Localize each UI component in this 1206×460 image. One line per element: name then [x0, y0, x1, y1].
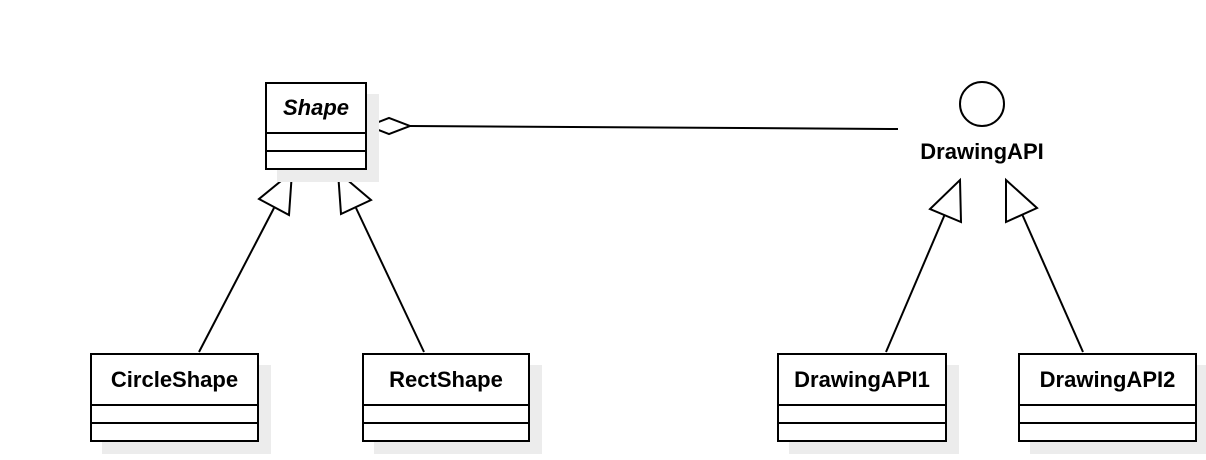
class-rectshape-attributes	[364, 404, 528, 422]
generalization-line-rectshape	[355, 207, 425, 353]
interface-circle-icon	[959, 81, 1005, 127]
class-circleshape-operations	[92, 422, 257, 440]
class-circleshape[interactable]: CircleShape	[90, 353, 259, 442]
class-drawingapi2-attributes	[1020, 404, 1195, 422]
realization-line-drawingapi2	[1021, 213, 1084, 353]
class-shape[interactable]: Shape	[265, 82, 367, 170]
class-drawingapi1-name: DrawingAPI1	[794, 366, 930, 392]
realization-arrow-drawingapi1	[928, 177, 963, 224]
class-shape-name: Shape	[282, 95, 350, 120]
class-drawingapi2-operations	[1020, 422, 1195, 440]
generalization-arrow-circleshape	[257, 169, 294, 217]
class-shape-attributes	[267, 132, 365, 150]
class-drawingapi1[interactable]: DrawingAPI1	[777, 353, 947, 442]
generalization-arrow-rectshape	[336, 169, 373, 216]
class-circleshape-attributes	[92, 404, 257, 422]
class-rectshape[interactable]: RectShape	[362, 353, 530, 442]
class-circleshape-name: CircleShape	[110, 366, 239, 392]
class-shape-operations	[267, 150, 365, 168]
class-drawingapi1-operations	[779, 422, 945, 440]
class-rectshape-name: RectShape	[389, 366, 503, 392]
realization-line-drawingapi1	[885, 213, 946, 353]
realization-arrow-drawingapi2	[1005, 177, 1039, 224]
generalization-line-circleshape	[198, 207, 275, 353]
class-drawingapi1-attributes	[779, 404, 945, 422]
aggregation-diamond	[365, 116, 413, 136]
class-rectshape-operations	[364, 422, 528, 440]
interface-drawingapi-name[interactable]: DrawingAPI	[920, 139, 1044, 164]
class-drawingapi2[interactable]: DrawingAPI2	[1018, 353, 1197, 442]
aggregation-line	[409, 125, 899, 130]
class-drawingapi2-name: DrawingAPI2	[1039, 366, 1176, 392]
